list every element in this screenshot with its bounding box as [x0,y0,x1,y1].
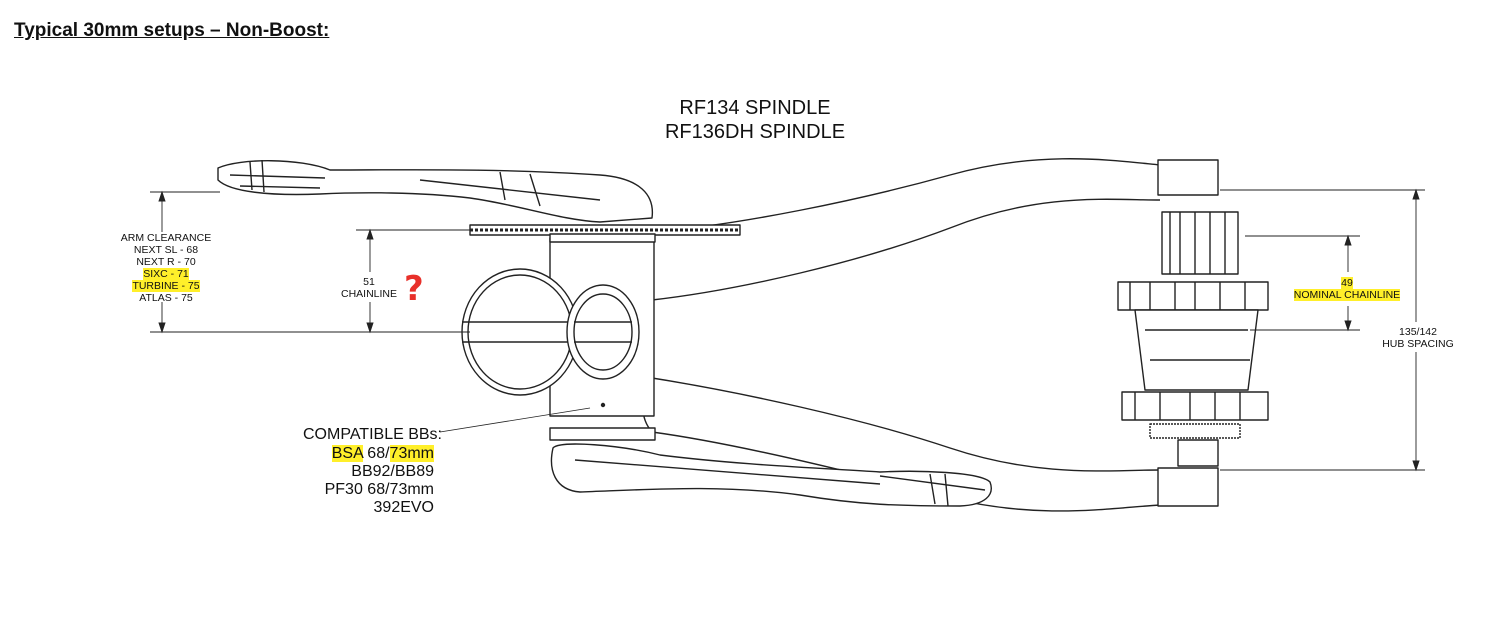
spindle-label-line1: RF134 SPINDLE [679,97,831,119]
question-mark: ? [404,269,424,309]
arm-clearance-item: NEXT R - 70 [136,256,196,268]
highlight-nominal-chainline: NOMINAL CHAINLINE [1293,289,1401,301]
chainline-value: 51 [363,276,375,288]
arm-clearance-item: NEXT SL - 68 [133,244,199,256]
highlight-73mm: 73mm [389,445,434,462]
seat-tube-section [566,284,640,380]
compatible-bb-item: PF30 68/73mm [324,481,434,498]
nominal-chainline-label: NOMINAL CHAINLINE [1284,289,1410,301]
arm-clearance-item-highlighted: SIXC - 71 [100,268,232,280]
chainline-label: CHAINLINE [340,288,397,300]
arm-clearance-item: ATLAS - 75 [139,292,193,304]
rear-hub [1117,159,1269,507]
bsa-sizes-a: 68/ [362,445,390,462]
hub-spacing-label: HUB SPACING [1382,338,1454,350]
compatible-bb-item: 392EVO [373,499,434,516]
hub-spacing-value: 135/142 [1399,326,1437,338]
compatible-bb-item: BB92/BB89 [351,463,434,480]
arm-clearance-item-highlighted: TURBINE - 75 [100,280,232,292]
down-tube-section [461,268,579,396]
highlight-turbine: TURBINE - 75 [132,280,200,292]
arm-clearance-dimension [150,190,470,334]
spindle-label-line2: RF136DH SPINDLE [664,121,846,143]
highlight-49: 49 [1341,277,1353,289]
arm-clearance-title: ARM CLEARANCE [120,232,212,244]
page-heading: Typical 30mm setups – Non-Boost: [14,20,330,41]
upper-crank-arm [217,159,654,223]
nominal-chainline-value: 49 [1284,277,1410,289]
compatible-bbs-title: COMPATIBLE BBs: [303,426,442,443]
highlight-sixc: SIXC - 71 [143,268,189,280]
highlight-bsa: BSA [331,445,363,462]
upper-chainstay [651,158,1161,301]
nominal-chainline-dimension [1245,234,1360,332]
lower-crank-arm [549,427,992,507]
chainring [469,224,741,243]
hub-spacing-dimension [1220,188,1425,472]
chainline-dimension [356,228,470,334]
compatible-bb-bsa: BSA 68/73mm [270,445,434,462]
